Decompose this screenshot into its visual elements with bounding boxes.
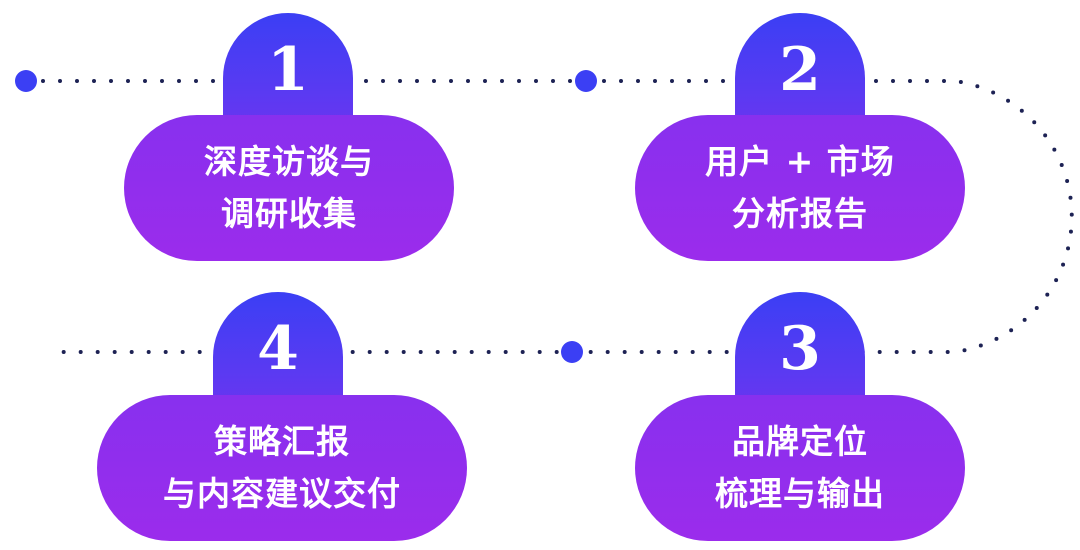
dotted-path [24,79,1074,354]
step-4-label-line1: 策略汇报 [214,422,350,461]
step-3-number: 3 [779,314,821,384]
step-2-number: 2 [779,35,821,105]
dot-mid-bottom [561,341,583,363]
step-1-label-line1: 深度访谈与 [204,142,374,181]
dot-mid-top [575,70,597,92]
step-3-label-line2: 梳理与输出 [715,474,885,513]
step-3-card: 品牌定位 梳理与输出 [635,395,965,541]
dot-start [15,70,37,92]
step-2-label-line2: 分析报告 [732,194,868,233]
step-2-card: 用户 + 市场 分析报告 [635,115,965,261]
step-4-number: 4 [257,314,299,384]
step-2-label-line1: 用户 + 市场 [705,142,895,181]
step-4-card: 策略汇报 与内容建议交付 [97,395,467,541]
step-4-label-line2: 与内容建议交付 [163,474,401,513]
step-1-label-line2: 调研收集 [221,194,357,233]
step-3-label-line1: 品牌定位 [732,422,868,461]
step-1-number: 1 [267,35,309,105]
step-1-card: 深度访谈与 调研收集 [124,115,454,261]
